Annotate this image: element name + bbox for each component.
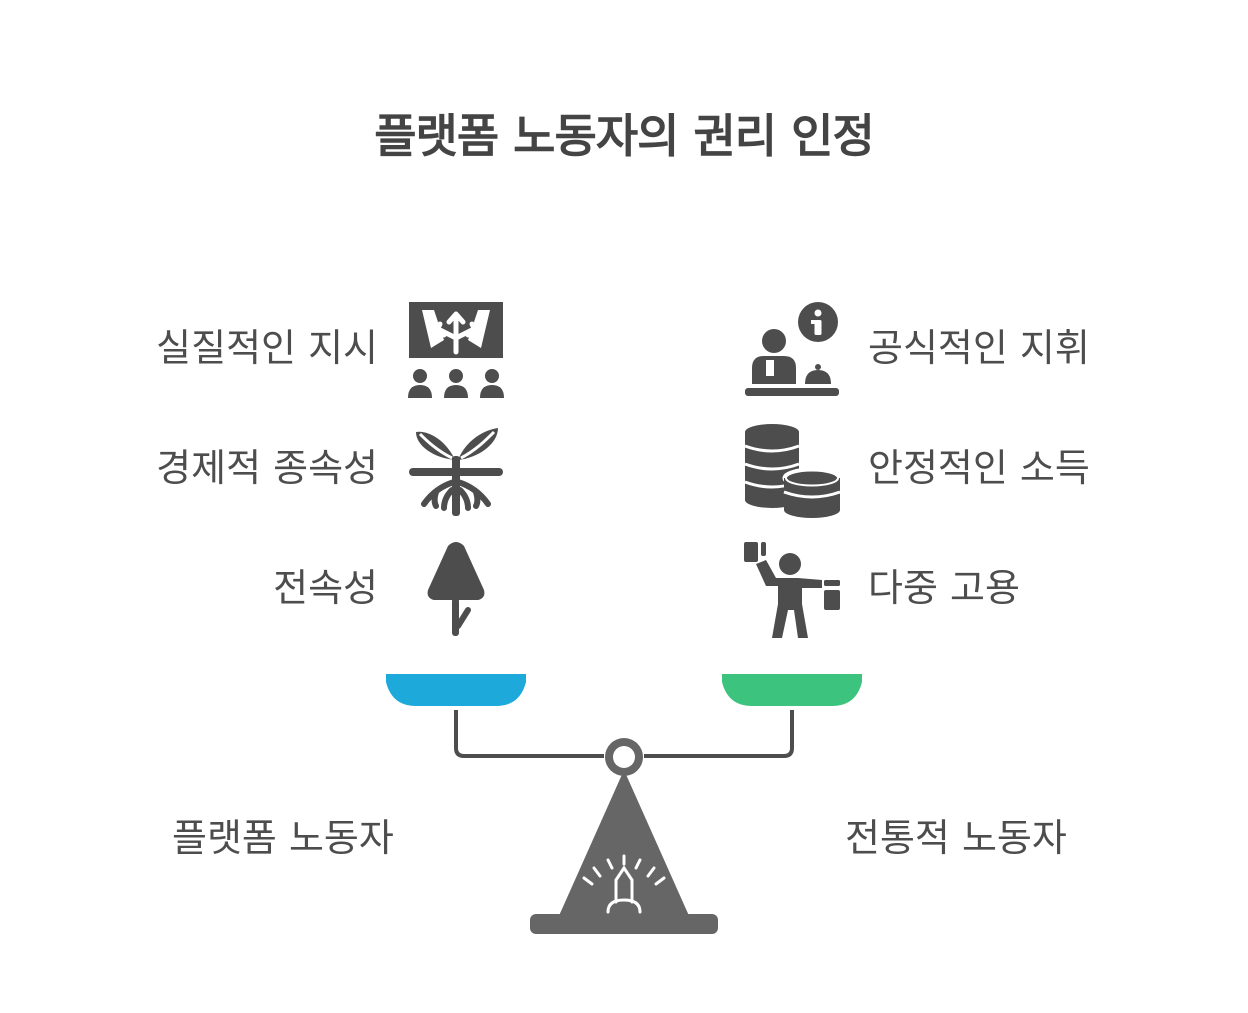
- tree-icon: [406, 540, 506, 640]
- right-item-label: 안정적인 소득: [868, 446, 1090, 490]
- left-pan: [386, 674, 526, 706]
- right-item-label: 다중 고용: [868, 566, 1020, 610]
- left-item-label: 경제적 종속성: [156, 446, 378, 490]
- person-juggling-jobs-icon: [742, 540, 842, 640]
- page-title: 플랫폼 노동자의 권리 인정: [374, 109, 875, 163]
- balance-scale: [380, 670, 880, 940]
- right-side-name: 전통적 노동자: [845, 816, 1067, 860]
- receptionist-info-icon: [742, 300, 842, 400]
- right-item-label: 공식적인 지휘: [868, 326, 1090, 370]
- presentation-arrows-icon: [406, 300, 506, 400]
- left-side-name: 플랫폼 노동자: [172, 816, 394, 860]
- sprout-roots-icon: [406, 420, 506, 520]
- left-item-label: 실질적인 지시: [156, 326, 378, 370]
- right-pan: [722, 674, 862, 706]
- left-item-label: 전속성: [273, 566, 378, 610]
- coin-stacks-icon: [742, 420, 842, 520]
